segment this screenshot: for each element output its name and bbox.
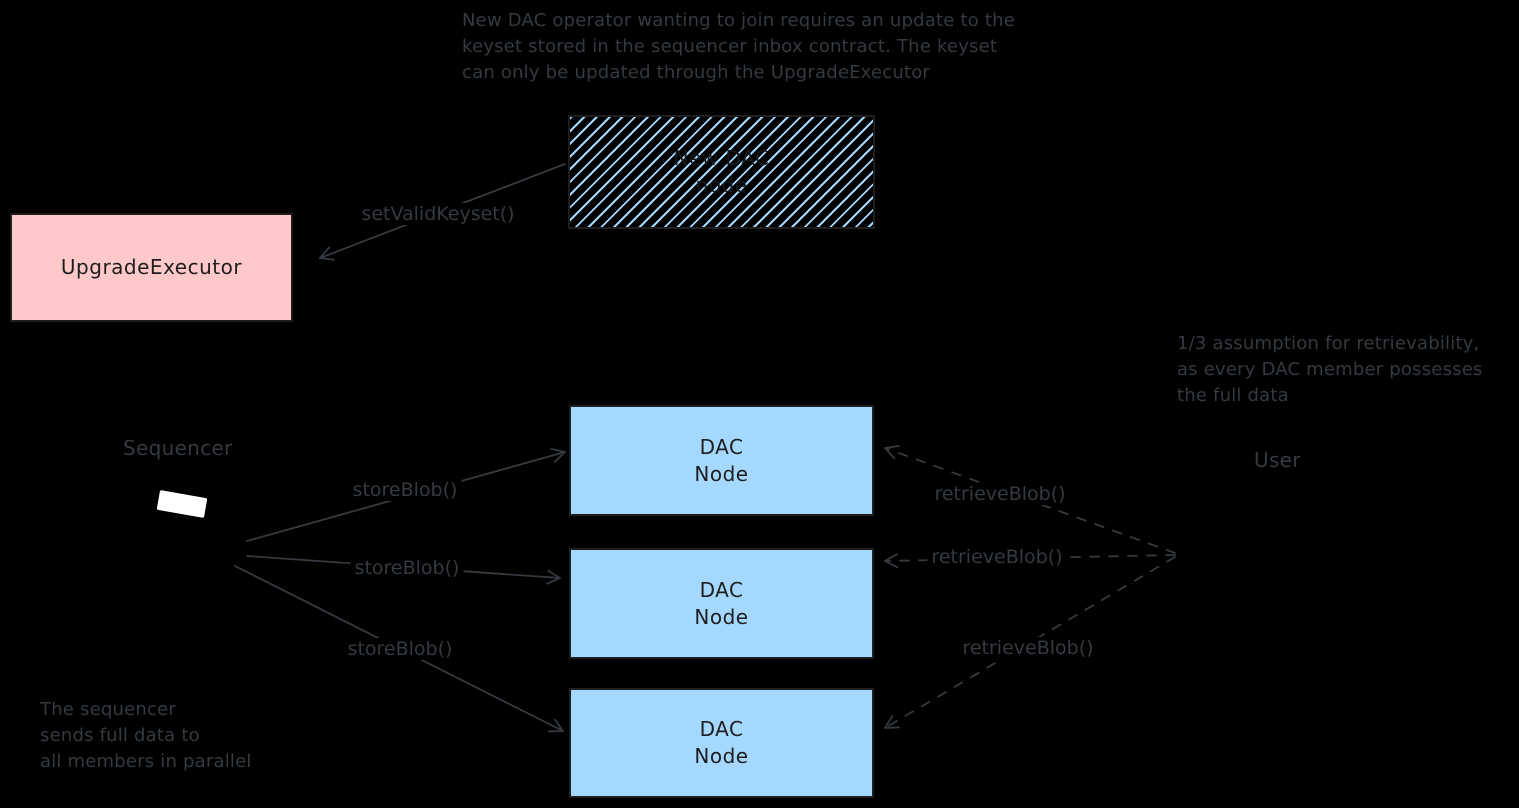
sequencer-icon xyxy=(156,489,208,519)
dac-node-box-2: DAC Node xyxy=(569,548,874,659)
dac-node-label: DAC Node xyxy=(694,434,749,486)
note-retrievability-assumption: 1/3 assumption for retrievability, as ev… xyxy=(1177,331,1483,409)
sequencer-label: Sequencer xyxy=(123,436,233,460)
note-line: sends full data to xyxy=(40,725,200,746)
note-line: 1/3 assumption for retrievability, xyxy=(1177,333,1480,354)
store-blob-label-1: storeBlob() xyxy=(348,479,462,501)
note-line: can only be updated through the UpgradeE… xyxy=(462,62,931,83)
note-line: keyset stored in the sequencer inbox con… xyxy=(462,36,998,57)
upgrade-executor-label: UpgradeExecutor xyxy=(60,255,243,279)
note-line: New DAC operator wanting to join require… xyxy=(462,10,1015,31)
note-sequencer-parallel: The sequencer sends full data to all mem… xyxy=(40,697,252,775)
set-valid-keyset-label: setValidKeyset() xyxy=(357,203,519,225)
retrieve-blob-label-1: retrieveBlob() xyxy=(930,483,1070,505)
retrieve-blob-label-2: retrieveBlob() xyxy=(927,546,1067,568)
note-keyset-update: New DAC operator wanting to join require… xyxy=(462,8,1015,86)
dac-node-box-3: DAC Node xyxy=(569,688,874,798)
store-blob-label-2: storeBlob() xyxy=(350,557,464,579)
retrieve-blob-label-3: retrieveBlob() xyxy=(958,637,1098,659)
dac-node-label: DAC Node xyxy=(694,717,749,768)
note-line: The sequencer xyxy=(40,699,176,720)
upgrade-executor-box: UpgradeExecutor xyxy=(10,213,293,322)
dac-node-box-1: DAC Node xyxy=(569,405,874,516)
store-blob-label-3: storeBlob() xyxy=(343,638,457,660)
note-line: the full data xyxy=(1177,385,1289,406)
note-line: as every DAC member possesses xyxy=(1177,359,1483,380)
dac-node-label: DAC Node xyxy=(694,577,749,629)
new-dac-node-box: New DAC node xyxy=(568,115,875,229)
new-dac-node-label: New DAC node xyxy=(673,146,770,197)
note-line: all members in parallel xyxy=(40,751,252,772)
user-label: User xyxy=(1254,448,1301,472)
